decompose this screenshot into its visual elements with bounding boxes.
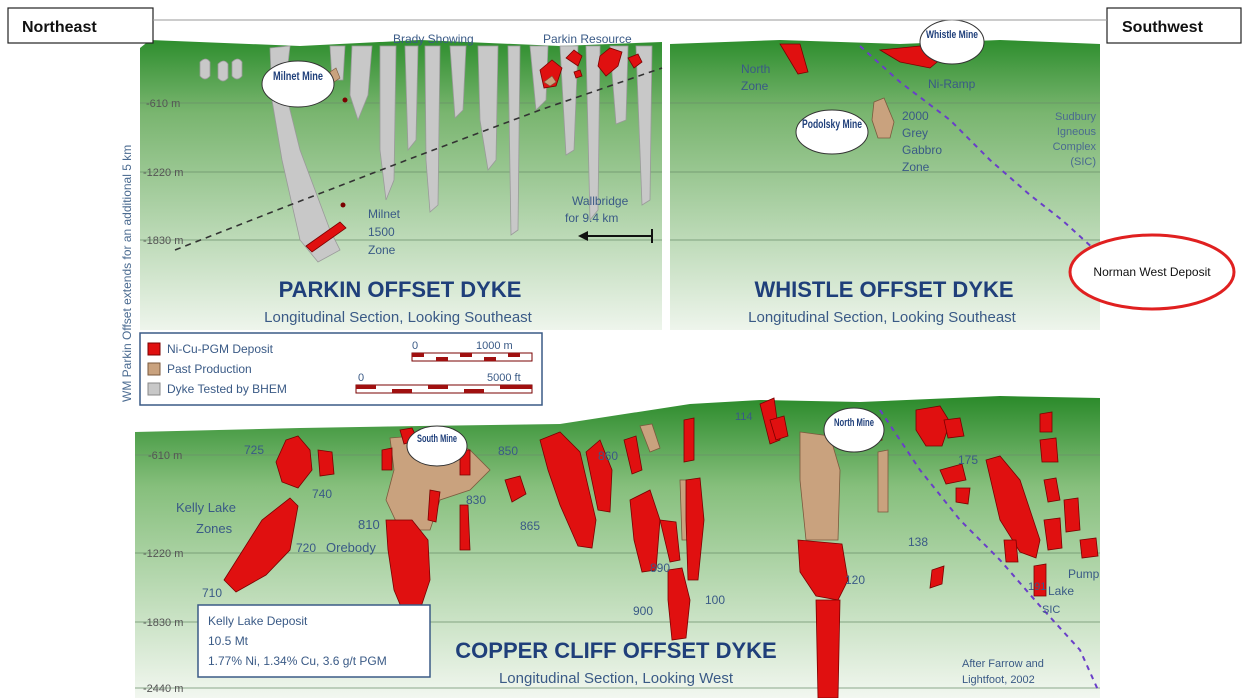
level-810: 810 [358, 517, 380, 532]
legend-deposit-label: Ni-Cu-PGM Deposit [167, 342, 274, 356]
wallbridge-arrow [578, 229, 653, 243]
level-740: 740 [312, 487, 332, 501]
level-710: 710 [202, 586, 222, 600]
copper-cliff-title: COPPER CLIFF OFFSET DYKE [455, 638, 776, 663]
milnet-mine-label: Milnet Mine [273, 69, 323, 83]
parkin-depth-1220: -1220 m [143, 167, 183, 179]
south-mine-label: South Mine [417, 433, 457, 445]
copper-cliff-subtitle: Longitudinal Section, Looking West [499, 670, 734, 687]
level-191: 191 [1028, 581, 1046, 593]
parkin-resource-label: Parkin Resource [543, 32, 632, 46]
gabbro-line-2: Grey [902, 126, 928, 140]
gabbro-line-1: 2000 [902, 109, 929, 123]
milnet-zone-line-1: Milnet [368, 207, 401, 221]
legend: Ni-Cu-PGM Deposit Past Production Dyke T… [139, 332, 543, 406]
parkin-depth-610: -610 m [146, 98, 180, 110]
norman-west-label: Norman West Deposit [1093, 265, 1211, 279]
copper-deposits [223, 397, 1099, 698]
parkin-deposits [305, 47, 643, 253]
level-850: 850 [498, 444, 518, 458]
copper-cliff-panel: South Mine North Mine -610 m -1220 m -18… [135, 396, 1100, 698]
north-zone-line-2: Zone [741, 79, 769, 93]
parkin-trend-line [174, 67, 663, 251]
sic-line-4: (SIC) [1070, 156, 1096, 168]
level-138: 138 [908, 535, 928, 549]
legend-dyke-tested-label: Dyke Tested by BHEM [167, 382, 287, 396]
northeast-label: Northeast [22, 19, 97, 36]
norman-west-circle [1068, 233, 1236, 311]
orebody-label: Orebody [326, 540, 376, 555]
level-890: 890 [650, 561, 670, 575]
level-720: 720 [296, 541, 316, 555]
kelly-lake-box [197, 604, 431, 678]
whistle-title: WHISTLE OFFSET DYKE [754, 277, 1013, 302]
side-note: WM Parkin Offset extends for an addition… [120, 145, 134, 402]
legend-deposit-swatch [147, 342, 161, 356]
pump-lake-line-1: Pump [1068, 567, 1100, 581]
gabbro-line-3: Gabbro [902, 143, 942, 157]
level-100: 100 [705, 593, 725, 607]
legend-past-production-swatch [147, 362, 161, 376]
pump-lake-line-2: Lake [1048, 584, 1074, 598]
level-860: 860 [598, 449, 618, 463]
credit-line-2: Lightfoot, 2002 [962, 674, 1035, 686]
gabbro-line-4: Zone [902, 160, 930, 174]
parkin-panel: -610 m -1220 m -1830 m Brady Showing Par… [140, 32, 663, 330]
copper-depth-1830: -1830 m [143, 617, 183, 629]
scale-bar-m [411, 352, 533, 362]
whistle-subtitle: Longitudinal Section, Looking Southeast [748, 309, 1017, 326]
southwest-label: Southwest [1122, 19, 1204, 36]
scale-ft-zero: 0 [358, 372, 364, 384]
wallbridge-line-1: Wallbridge [572, 194, 629, 208]
podolsky-mine-label: Podolsky Mine [802, 117, 862, 131]
northeast-box [7, 7, 154, 44]
whistle-panel: Whistle Mine Podolsky Mine North Zone Ni… [670, 19, 1100, 330]
southwest-box [1106, 7, 1242, 44]
level-725: 725 [244, 443, 264, 457]
scale-bar-ft [355, 384, 533, 394]
kelly-box-title: Kelly Lake Deposit [208, 614, 308, 628]
brady-showing-label: Brady Showing [393, 32, 474, 46]
wallbridge-line-2: for 9.4 km [565, 211, 618, 225]
kelly-box-tonnage: 10.5 Mt [208, 634, 249, 648]
sic-line-3: Complex [1053, 141, 1097, 153]
copper-depth-2440: -2440 m [143, 683, 183, 695]
sic-line-1: Sudbury [1055, 111, 1096, 123]
parkin-title: PARKIN OFFSET DYKE [279, 277, 522, 302]
parkin-depth-1830: -1830 m [143, 235, 183, 247]
level-175: 175 [958, 453, 978, 467]
copper-depth-610: -610 m [148, 450, 182, 462]
north-zone-line-1: North [741, 62, 770, 76]
copper-sic-line [879, 409, 1099, 691]
whistle-mine-label: Whistle Mine [926, 29, 978, 41]
level-865: 865 [520, 519, 540, 533]
credit-line-1: After Farrow and [962, 658, 1044, 670]
kelly-zones-line-1: Kelly Lake [176, 500, 236, 515]
ni-ramp-label: Ni-Ramp [928, 77, 976, 91]
copper-sic-label: SIC [1042, 604, 1060, 616]
sic-line-2: Igneous [1057, 126, 1097, 138]
milnet-zone-line-3: Zone [368, 243, 396, 257]
whistle-sic-line [859, 45, 1096, 251]
parkin-subtitle: Longitudinal Section, Looking Southeast [264, 309, 533, 326]
north-mine-label: North Mine [834, 417, 874, 429]
level-900: 900 [633, 604, 653, 618]
legend-dyke-tested-swatch [147, 382, 161, 396]
scale-m-zero: 0 [412, 340, 418, 352]
kelly-box-grade: 1.77% Ni, 1.34% Cu, 3.6 g/t PGM [208, 654, 387, 668]
level-830: 830 [466, 493, 486, 507]
milnet-zone-line-2: 1500 [368, 225, 395, 239]
scale-ft-end: 5000 ft [487, 372, 521, 384]
copper-depth-1220: -1220 m [143, 548, 183, 560]
level-114: 114 [735, 411, 753, 423]
scale-m-end: 1000 m [476, 340, 513, 352]
level-120: 120 [845, 573, 865, 587]
legend-past-production-label: Past Production [167, 362, 252, 376]
kelly-zones-line-2: Zones [196, 521, 233, 536]
